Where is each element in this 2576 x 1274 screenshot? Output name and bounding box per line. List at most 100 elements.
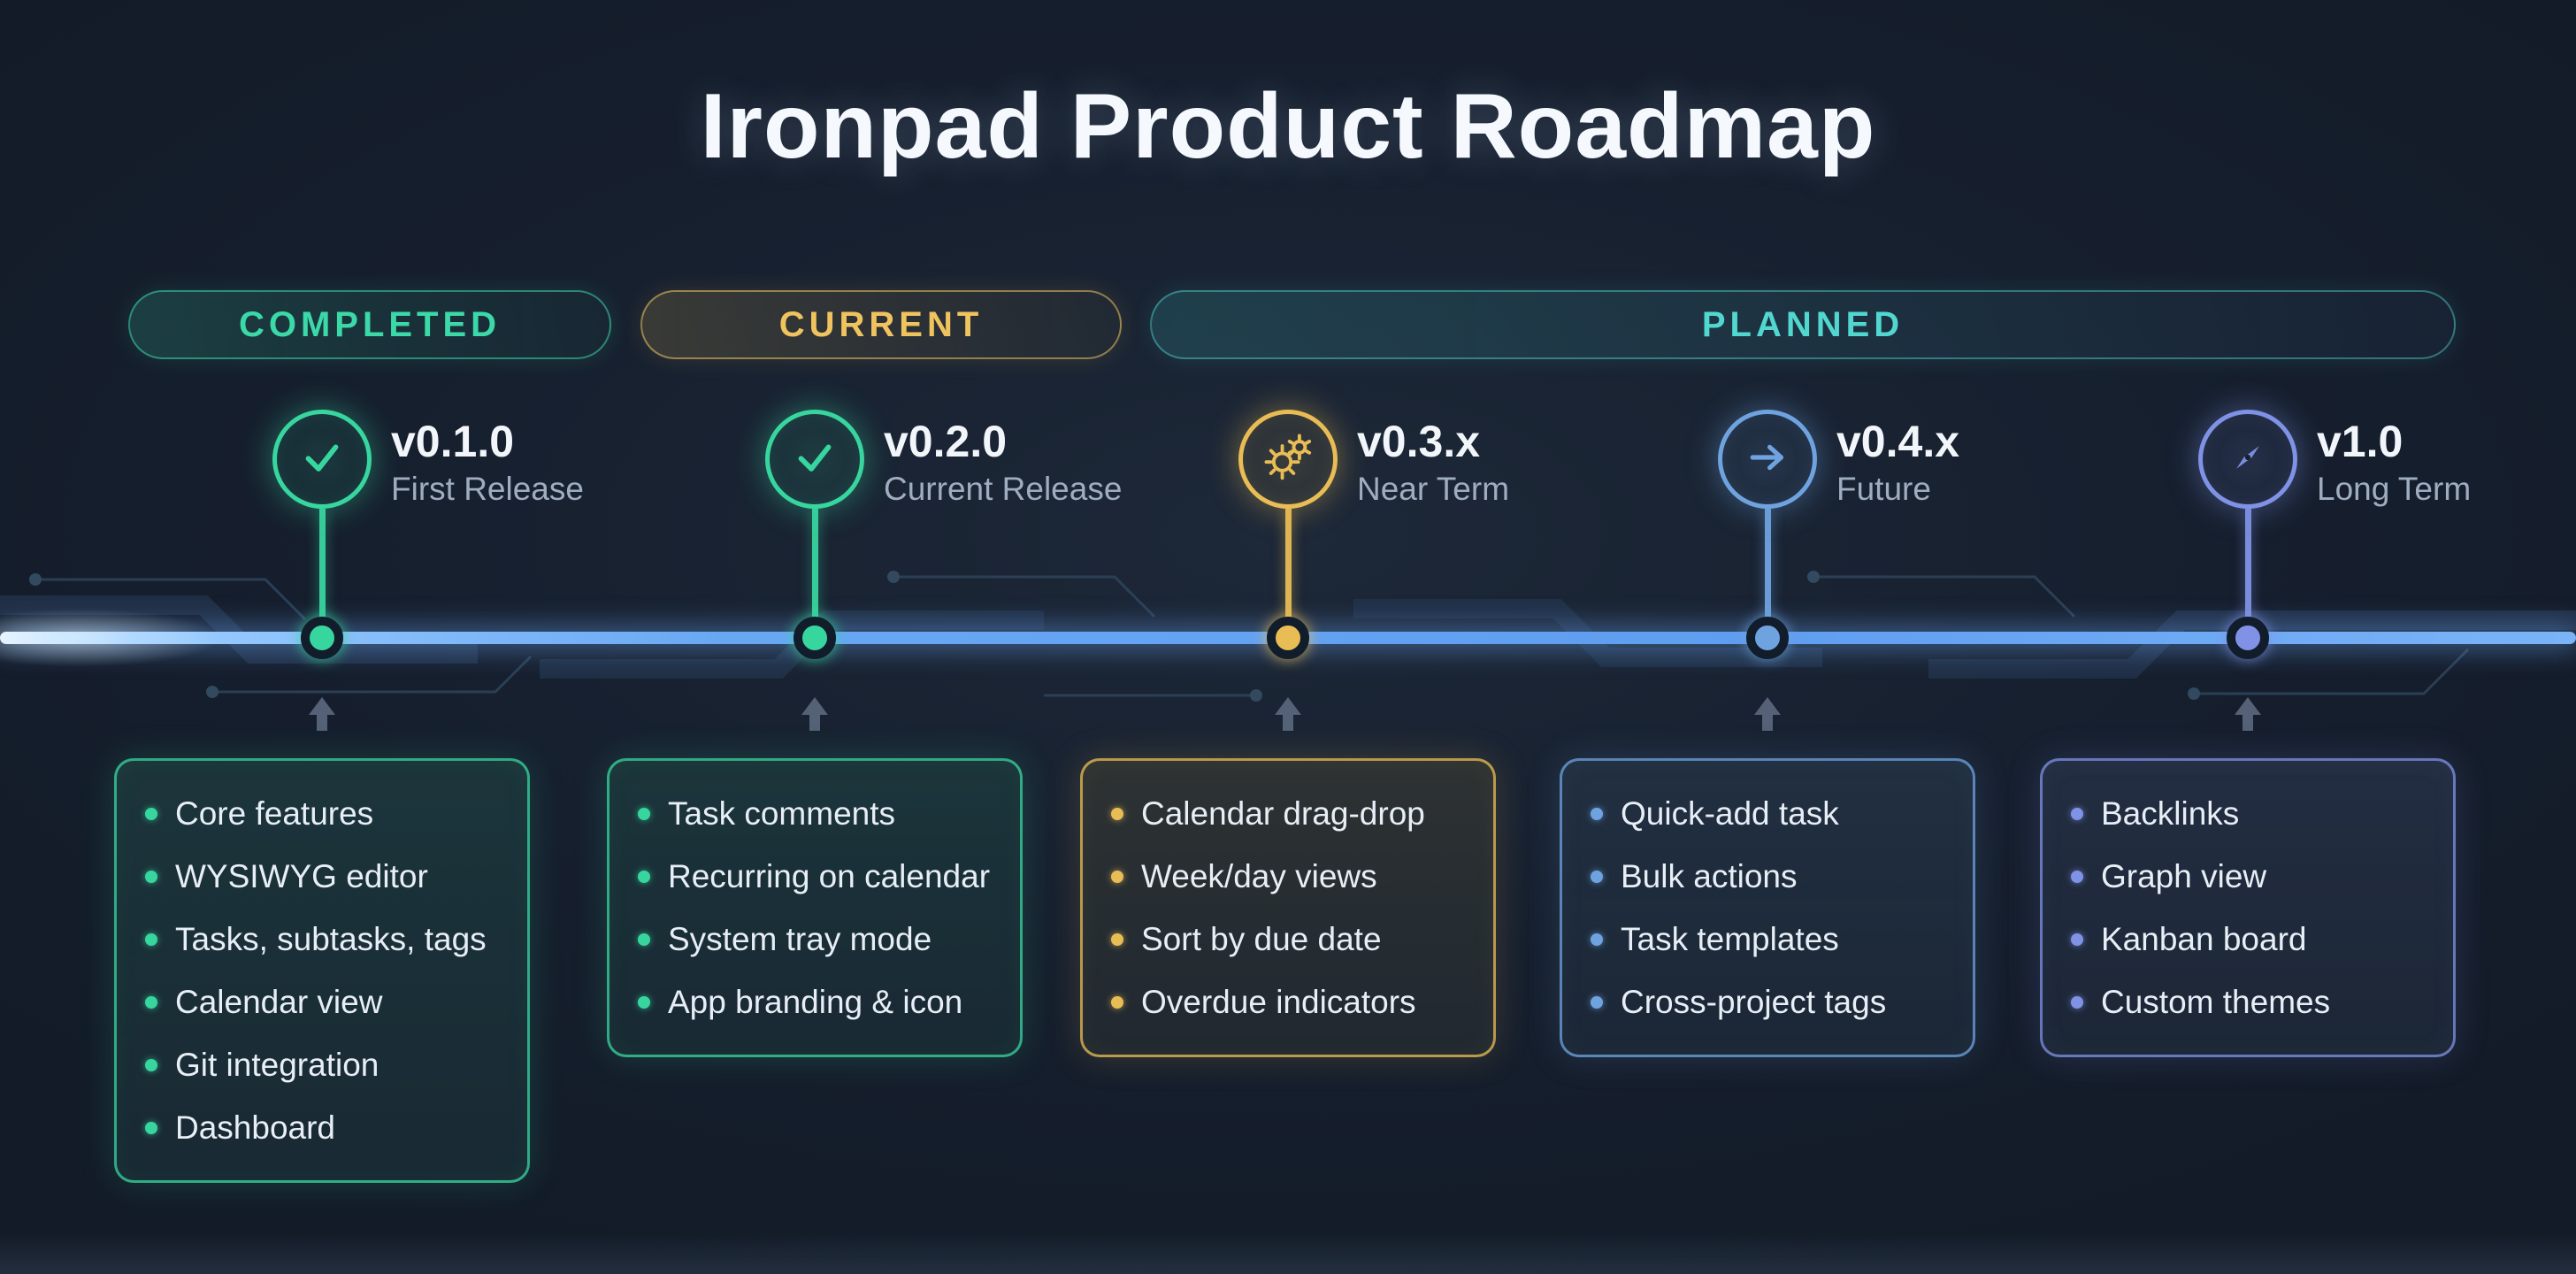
feature-label: Dashboard	[175, 1109, 336, 1146]
feature-item: System tray mode	[638, 908, 992, 971]
feature-item: Kanban board	[2071, 908, 2425, 971]
feature-label: Core features	[175, 794, 374, 832]
feature-list: Task comments Recurring on calendar Syst…	[638, 782, 992, 1033]
milestone-version: v0.3.x	[1357, 417, 1481, 466]
milestone-version: v0.1.0	[391, 417, 515, 466]
feature-item: Backlinks	[2071, 782, 2425, 845]
feature-item: Core features	[145, 782, 499, 845]
milestone-label: v0.3.x Near Term	[1357, 416, 1509, 511]
bullet-dot	[1111, 807, 1123, 820]
arrow-right-circle-icon	[1740, 430, 1795, 489]
feature-item: Tasks, subtasks, tags	[145, 908, 499, 971]
bullet-dot	[1111, 995, 1123, 1009]
milestone-label: v1.0 Long Term	[2317, 416, 2471, 511]
phase-banner-current: CURRENT	[640, 290, 1122, 359]
feature-label: Quick-add task	[1621, 794, 1839, 832]
phase-label: PLANNED	[1701, 304, 1905, 344]
check-circle-icon	[787, 430, 842, 489]
milestone-subtitle: Long Term	[2317, 471, 2472, 507]
timeline-stem	[812, 509, 818, 638]
bottom-glow-decoration	[0, 1233, 2576, 1274]
timeline-stem	[319, 509, 326, 638]
feature-item: Cross-project tags	[1591, 971, 1944, 1033]
milestone-subtitle: Near Term	[1357, 471, 1510, 507]
milestone-version: v1.0	[2317, 417, 2404, 466]
page-title: Ironpad Product Roadmap	[700, 75, 1876, 178]
feature-list: Quick-add task Bulk actions Task templat…	[1591, 782, 1944, 1033]
timeline-stem	[1285, 509, 1292, 638]
feature-label: Sort by due date	[1141, 920, 1382, 957]
phase-label: COMPLETED	[238, 304, 502, 344]
feature-item: Calendar view	[145, 971, 499, 1033]
milestone-subtitle: First Release	[391, 471, 584, 507]
bullet-dot	[145, 1058, 157, 1071]
feature-label: Task comments	[668, 794, 896, 832]
bullet-dot	[2071, 995, 2083, 1009]
timeline-dot	[1746, 617, 1789, 659]
feature-label: Task templates	[1621, 920, 1839, 957]
check-circle-icon	[295, 430, 349, 489]
feature-label: Week/day views	[1141, 857, 1377, 894]
feature-item: Custom themes	[2071, 971, 2425, 1033]
feature-label: Bulk actions	[1621, 857, 1798, 894]
milestone-marker	[1718, 410, 1817, 509]
feature-item: Week/day views	[1111, 845, 1465, 908]
gears-icon	[1261, 430, 1315, 489]
bullet-dot	[1591, 995, 1603, 1009]
feature-label: WYSIWYG editor	[175, 857, 428, 894]
milestone-marker	[2198, 410, 2297, 509]
feature-item: Quick-add task	[1591, 782, 1944, 845]
timeline-dot	[301, 617, 343, 659]
up-arrow-icon	[1752, 695, 1782, 737]
timeline-dot	[2227, 617, 2269, 659]
phase-banner-completed: COMPLETED	[128, 290, 611, 359]
feature-label: Calendar view	[175, 983, 383, 1020]
feature-label: Tasks, subtasks, tags	[175, 920, 487, 957]
bullet-dot	[1111, 932, 1123, 946]
bullet-dot	[638, 870, 650, 883]
feature-label: Custom themes	[2101, 983, 2331, 1020]
bullet-dot	[638, 995, 650, 1009]
feature-label: Overdue indicators	[1141, 983, 1416, 1020]
milestone-version: v0.4.x	[1836, 417, 1960, 466]
feature-item: Task templates	[1591, 908, 1944, 971]
bullet-dot	[145, 807, 157, 820]
bullet-dot	[2071, 807, 2083, 820]
up-arrow-icon	[1273, 695, 1303, 737]
milestone-card: Task comments Recurring on calendar Syst…	[607, 758, 1023, 1057]
bullet-dot	[1591, 807, 1603, 820]
milestone-subtitle: Current Release	[884, 471, 1123, 507]
milestone-card: Quick-add task Bulk actions Task templat…	[1560, 758, 1975, 1057]
feature-label: Recurring on calendar	[668, 857, 991, 894]
feature-label: Git integration	[175, 1046, 380, 1083]
bullet-dot	[1111, 870, 1123, 883]
phase-label: CURRENT	[778, 304, 984, 344]
bullet-dot	[1591, 870, 1603, 883]
up-arrow-icon	[2233, 695, 2263, 737]
feature-list: Core features WYSIWYG editor Tasks, subt…	[145, 782, 499, 1159]
feature-item: Sort by due date	[1111, 908, 1465, 971]
feature-item: Bulk actions	[1591, 845, 1944, 908]
feature-label: Kanban board	[2101, 920, 2307, 957]
feature-item: Calendar drag-drop	[1111, 782, 1465, 845]
feature-item: Dashboard	[145, 1096, 499, 1159]
milestone-label: v0.4.x Future	[1836, 416, 1959, 511]
feature-item: Graph view	[2071, 845, 2425, 908]
feature-list: Backlinks Graph view Kanban board Custom…	[2071, 782, 2425, 1033]
feature-item: Git integration	[145, 1033, 499, 1096]
bullet-dot	[145, 932, 157, 946]
compass-icon	[2220, 430, 2275, 489]
bullet-dot	[145, 870, 157, 883]
milestone-card: Backlinks Graph view Kanban board Custom…	[2040, 758, 2456, 1057]
milestone-marker	[1238, 410, 1338, 509]
feature-label: Cross-project tags	[1621, 983, 1887, 1020]
timeline-stem	[1765, 509, 1771, 638]
feature-list: Calendar drag-drop Week/day views Sort b…	[1111, 782, 1465, 1033]
feature-label: Backlinks	[2101, 794, 2240, 832]
milestone-label: v0.1.0 First Release	[391, 416, 584, 511]
bullet-dot	[2071, 870, 2083, 883]
bullet-dot	[1591, 932, 1603, 946]
feature-label: System tray mode	[668, 920, 932, 957]
timeline-dot	[1267, 617, 1309, 659]
